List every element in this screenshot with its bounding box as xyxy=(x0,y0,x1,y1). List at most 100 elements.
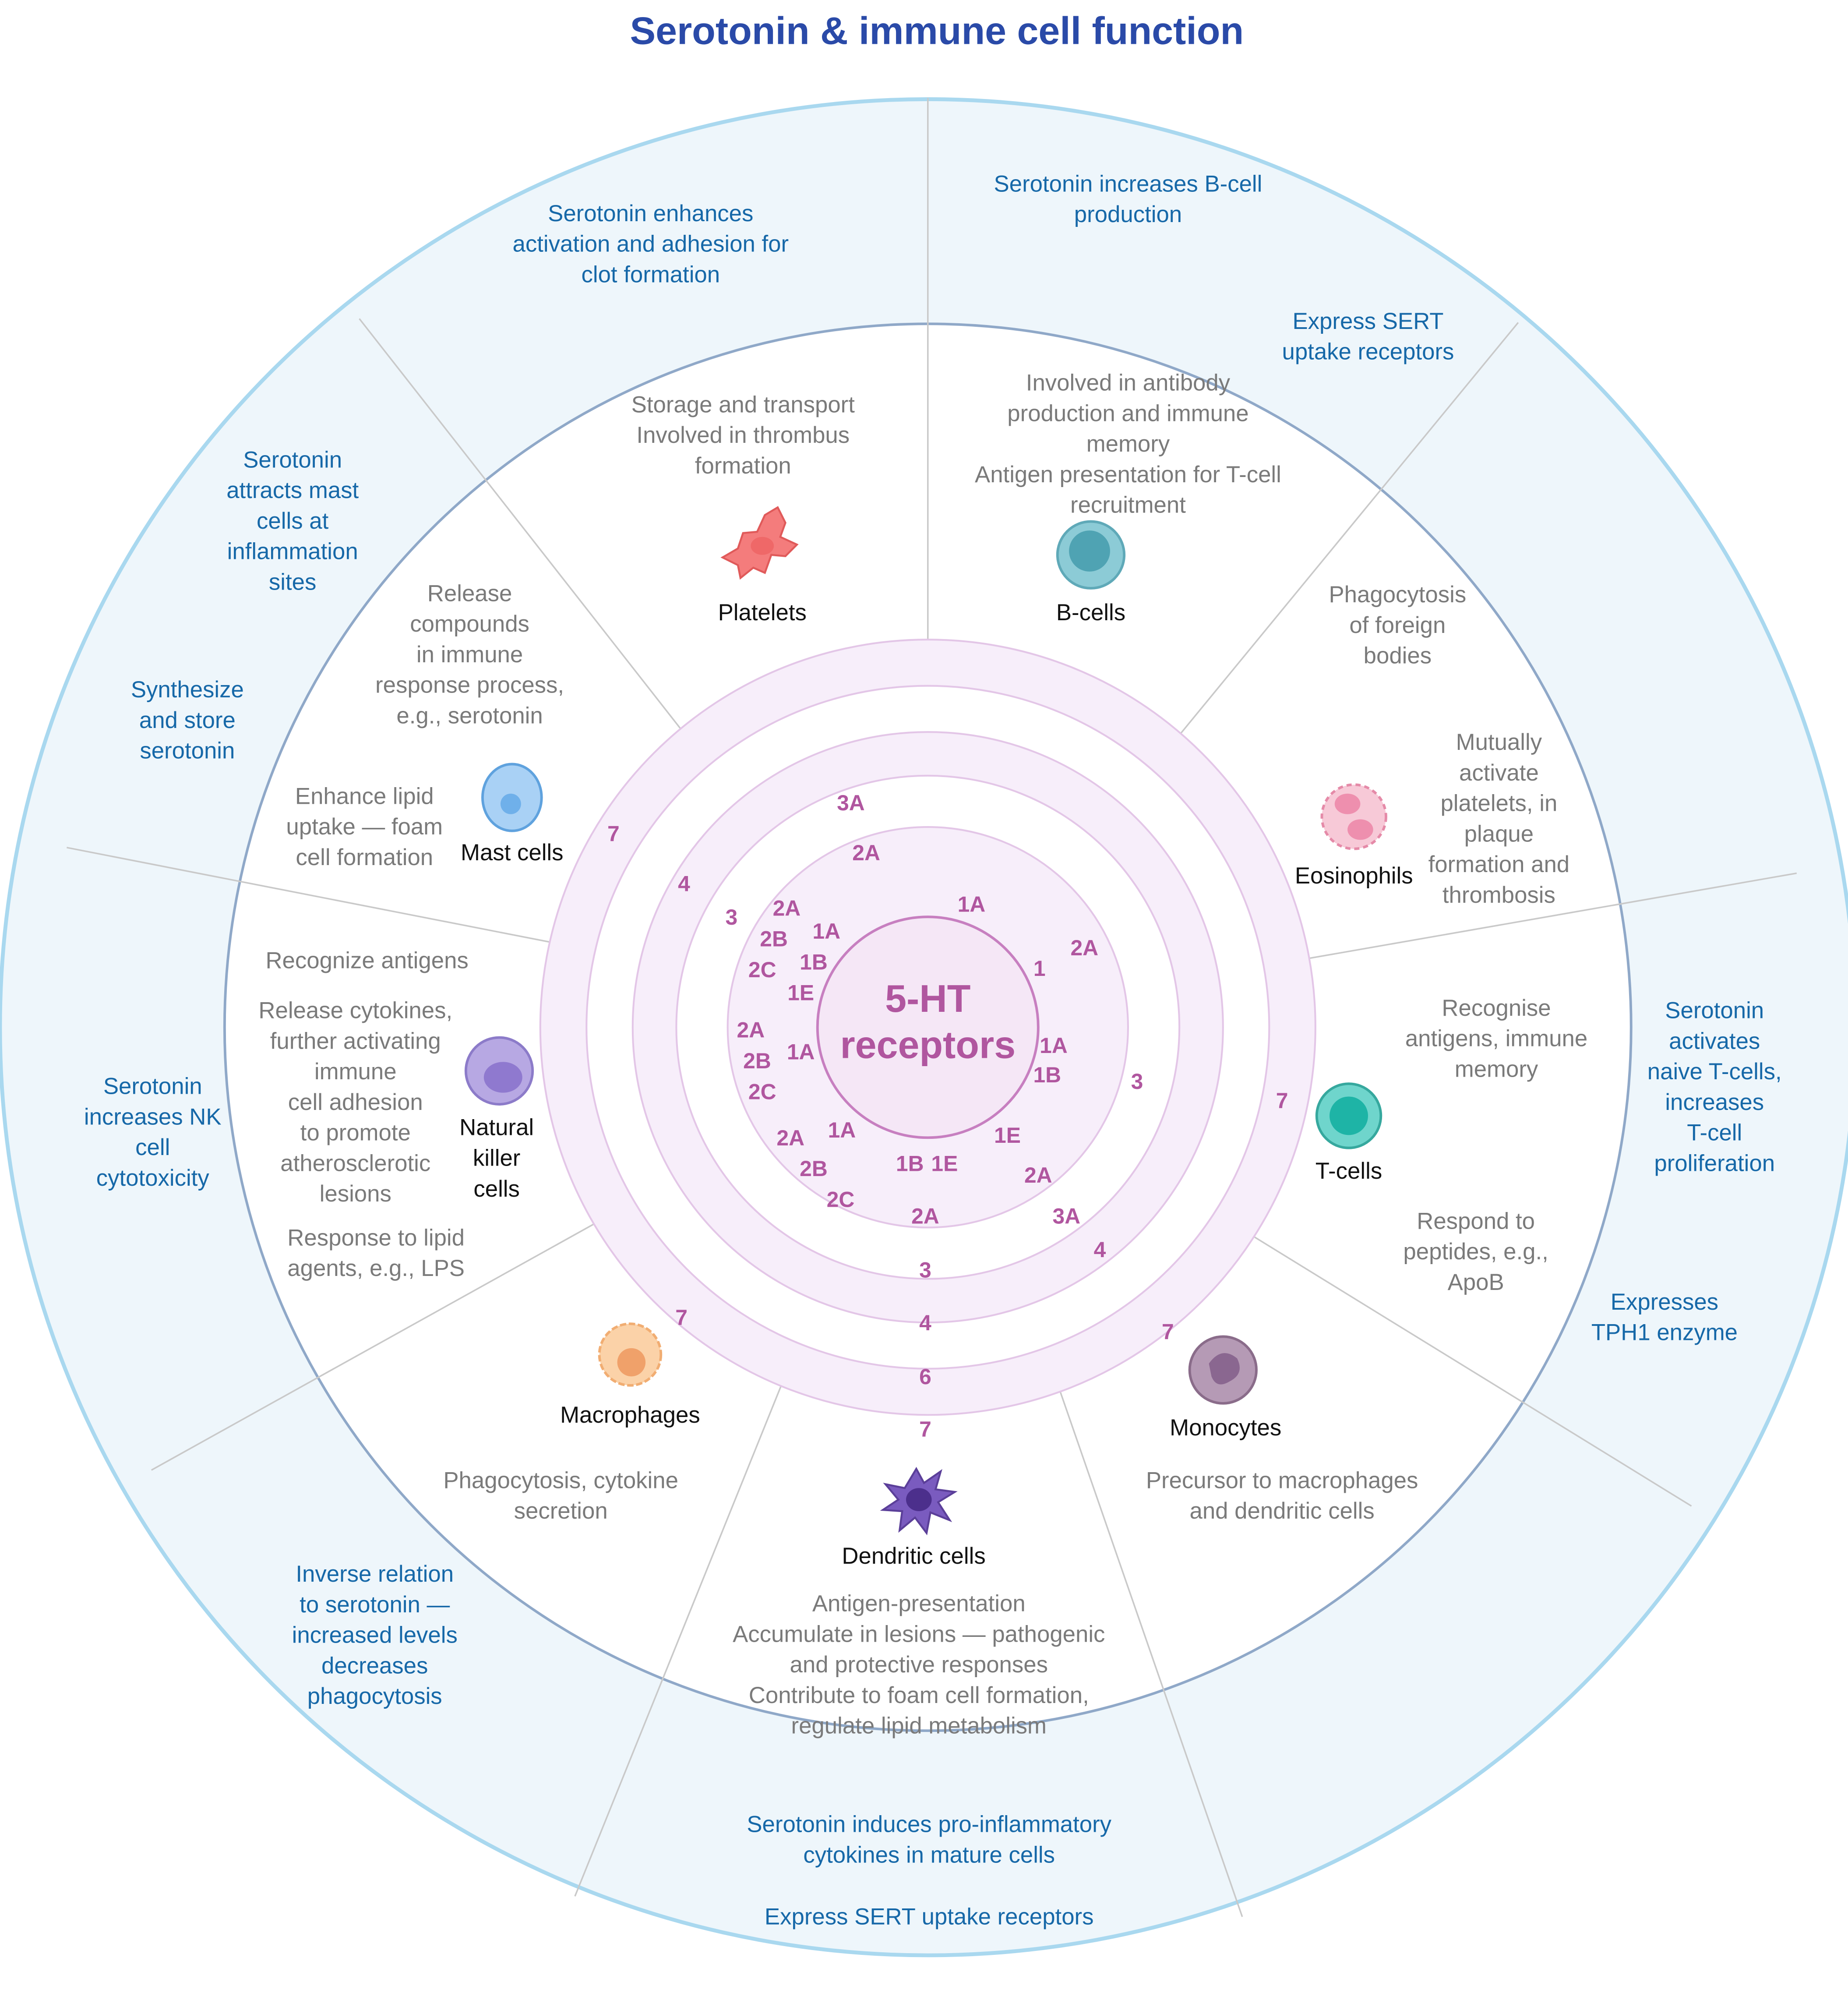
nk-release-text-line: Release cytokines, xyxy=(258,998,452,1024)
cell-name-macrophages: Macrophages xyxy=(560,1402,700,1428)
bcells-function-text-line: memory xyxy=(1086,431,1170,457)
center-title-line1: 5-HT xyxy=(885,977,970,1020)
mast-serotonin-text-line: cells at xyxy=(257,508,329,534)
tcells-recognise-text-line: memory xyxy=(1455,1056,1538,1082)
center-title-line2: receptors xyxy=(840,1023,1016,1067)
tcells-respond-text-line: ApoB xyxy=(1448,1269,1504,1295)
platelets-function-text-line: Involved in thrombus xyxy=(636,422,850,448)
mast-serotonin-text-line: Serotonin xyxy=(243,447,342,473)
mast-release-text-line: in immune xyxy=(416,642,523,668)
receptor-label: 3 xyxy=(919,1258,931,1283)
diagram-title: Serotonin & immune cell function xyxy=(630,9,1244,52)
dendritic-sert-text: Express SERT uptake receptors xyxy=(765,1904,1094,1930)
nk-serotonin-text-line: Serotonin xyxy=(103,1074,202,1099)
dendritic-function-text-line: and protective responses xyxy=(790,1652,1048,1678)
receptor-label: 2C xyxy=(827,1187,855,1212)
nk-response-text-line: agents, e.g., LPS xyxy=(287,1255,465,1281)
bcells-serotonin-text-line: production xyxy=(1074,201,1182,227)
receptor-label: 1B xyxy=(800,950,828,974)
mast-serotonin-text-line: sites xyxy=(269,569,316,595)
mast-enhance-text-line: uptake — foam xyxy=(286,814,443,840)
tcells-serotonin-text-line: increases xyxy=(1665,1089,1764,1115)
eosinophils-activate-text-line: Mutually xyxy=(1456,729,1542,755)
nk-recognize-text-line: Recognize antigens xyxy=(265,947,468,973)
receptor-label: 3 xyxy=(726,905,738,929)
receptor-label: 6 xyxy=(919,1364,931,1389)
cell-name-mast: Mast cells xyxy=(461,840,564,866)
bcells-sert-text-line: uptake receptors xyxy=(1282,339,1454,365)
receptor-label: 4 xyxy=(678,872,690,896)
receptor-label: 7 xyxy=(919,1417,931,1442)
macrophages-function-text-line: Phagocytosis, cytokine xyxy=(443,1467,678,1493)
receptor-label: 1A xyxy=(812,919,840,943)
eosinophils-phagocytosis-text-line: bodies xyxy=(1364,643,1432,669)
receptor-label: 2B xyxy=(800,1156,828,1181)
tcells-serotonin-text-line: naive T-cells, xyxy=(1647,1059,1782,1085)
dendritic-function-text-line: Contribute to foam cell formation, xyxy=(749,1682,1089,1708)
macrophages-serotonin-text-line: increased levels xyxy=(292,1622,458,1648)
macrophages-serotonin-text-line: decreases xyxy=(321,1653,428,1678)
eosinophils-activate-text-line: plaque xyxy=(1464,821,1534,847)
cell-name-tcells: T-cells xyxy=(1315,1158,1382,1184)
cell-name-monocytes: Monocytes xyxy=(1170,1415,1281,1441)
bcells-function-text-line: production and immune xyxy=(1007,400,1248,426)
nk-serotonin-text-line: cytotoxicity xyxy=(96,1165,210,1191)
eosinophil-icon xyxy=(1320,783,1387,850)
bcells-function-text-line: Involved in antibody xyxy=(1026,370,1231,396)
eosinophils-activate-text-line: formation and xyxy=(1428,852,1570,877)
mast-enhance-text-line: Enhance lipid xyxy=(295,783,434,809)
bcells-sert-text: Express SERT uptake receptors xyxy=(1282,308,1454,365)
tcells-serotonin-text-line: activates xyxy=(1669,1028,1760,1054)
cell-name-nk: killer xyxy=(473,1145,520,1171)
nk-release-text-line: cell adhesion xyxy=(288,1089,423,1115)
nk-release-text-line: atherosclerotic xyxy=(280,1150,430,1176)
dendritic-function-text-line: Antigen-presentation xyxy=(812,1591,1026,1617)
tcells-serotonin-text-line: proliferation xyxy=(1654,1150,1775,1176)
receptor-label: 1E xyxy=(787,981,814,1005)
eosinophils-activate-text-line: platelets, in xyxy=(1440,791,1557,816)
bcells-function-text-line: recruitment xyxy=(1070,492,1186,518)
t-cell-icon xyxy=(1315,1082,1382,1149)
macrophages-serotonin-text-line: phagocytosis xyxy=(307,1683,442,1709)
receptor-label: 4 xyxy=(1094,1237,1106,1262)
nk-response-text: Response to lipid agents, e.g., LPS xyxy=(287,1225,465,1281)
monocytes-function-text-line: and dendritic cells xyxy=(1190,1498,1375,1524)
bcells-sert-text-line: Express SERT xyxy=(1293,308,1444,334)
nk-release-text-line: further activating xyxy=(270,1028,441,1054)
tcells-serotonin-text-line: Serotonin xyxy=(1665,998,1764,1024)
receptor-label: 2B xyxy=(743,1049,771,1073)
monocyte-icon xyxy=(1188,1335,1258,1405)
mast-serotonin-text-line: inflammation xyxy=(227,539,358,565)
receptor-label: 1E xyxy=(931,1151,958,1176)
nk-release-text-line: to promote xyxy=(300,1120,411,1146)
macrophages-serotonin-text-line: to serotonin — xyxy=(300,1592,450,1618)
receptor-label: 2A xyxy=(911,1204,939,1229)
dendritic-function-text-line: Accumulate in lesions — pathogenic xyxy=(733,1621,1105,1647)
nk-response-text-line: Response to lipid xyxy=(287,1225,465,1251)
receptor-label: 7 xyxy=(1276,1088,1288,1113)
platelets-serotonin-text-line: Serotonin enhances xyxy=(548,201,753,226)
receptor-label: 2C xyxy=(748,958,776,982)
dendritic-sert-text-line: Express SERT uptake receptors xyxy=(765,1904,1094,1930)
receptor-label: 1A xyxy=(1040,1033,1068,1058)
receptor-label: 1E xyxy=(994,1123,1021,1148)
dendritic-function-text-line: regulate lipid metabolism xyxy=(791,1713,1047,1739)
receptor-label: 1B xyxy=(896,1151,924,1176)
receptor-label: 7 xyxy=(607,821,620,846)
receptor-label: 2A xyxy=(1070,936,1098,960)
receptor-label: 3A xyxy=(837,791,865,815)
mast-synthesize-text-line: serotonin xyxy=(140,738,235,764)
mast-synthesize-text-line: Synthesize xyxy=(131,677,244,703)
nk-cell-icon xyxy=(464,1036,534,1106)
